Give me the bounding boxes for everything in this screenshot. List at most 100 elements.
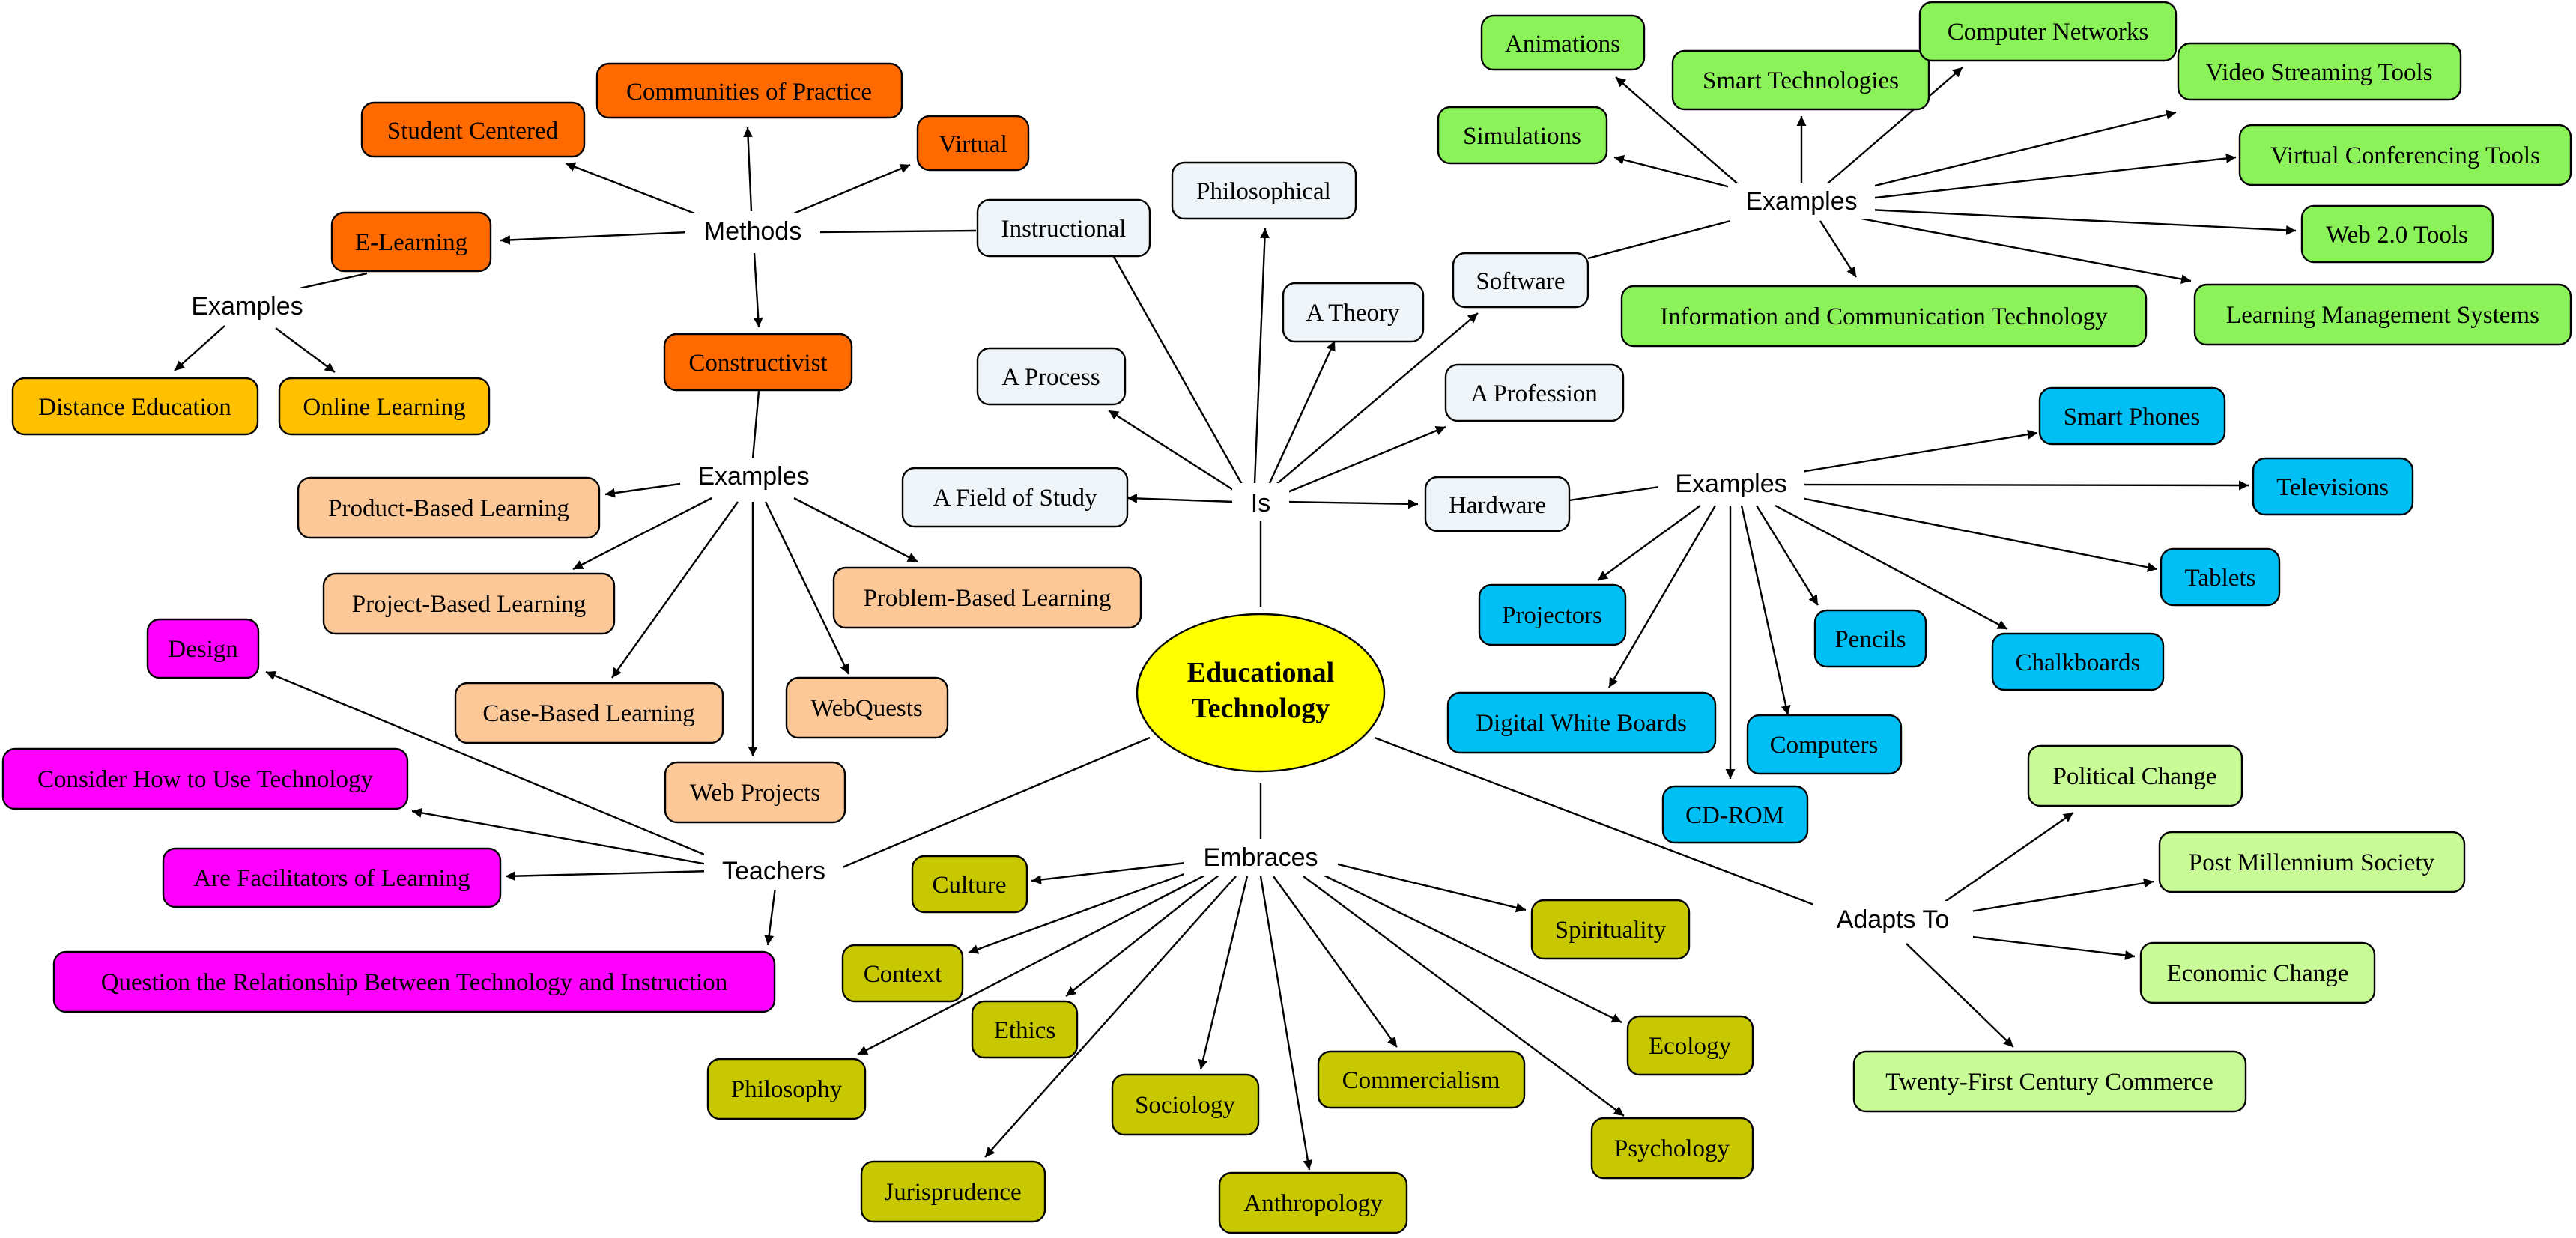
svg-text:E-Learning: E-Learning (355, 229, 467, 256)
node-virtual[interactable]: Virtual (916, 115, 1030, 172)
node-product-based-learning[interactable]: Product-Based Learning (297, 476, 601, 539)
node-digital-white-boards[interactable]: Digital White Boards (1446, 691, 1717, 754)
linking-phrases: Is Embraces Adapts To Teachers Methods E… (174, 183, 1973, 938)
svg-text:Chalkboards: Chalkboards (2016, 649, 2141, 676)
node-pencils[interactable]: Pencils (1813, 609, 1927, 668)
svg-text:Distance Education: Distance Education (38, 394, 231, 421)
node-political-change[interactable]: Political Change (2027, 744, 2243, 807)
root-node[interactable]: Educational Technology (1136, 613, 1386, 773)
node-computer-networks[interactable]: Computer Networks (1918, 1, 2178, 62)
svg-text:Consider How to Use Technology: Consider How to Use Technology (37, 766, 374, 793)
node-tablets[interactable]: Tablets (2160, 547, 2281, 607)
node-design[interactable]: Design (146, 618, 260, 679)
svg-text:Philosophical: Philosophical (1196, 178, 1331, 205)
node-a-profession[interactable]: A Profession (1444, 363, 1625, 422)
svg-text:Projectors: Projectors (1502, 602, 1602, 629)
svg-text:Virtual Conferencing Tools: Virtual Conferencing Tools (2270, 142, 2540, 169)
node-simulations[interactable]: Simulations (1437, 106, 1608, 165)
node-information-and-communication-technology[interactable]: Information and Communication Technology (1620, 285, 2148, 348)
node-constructivist[interactable]: Constructivist (663, 333, 853, 392)
svg-text:Economic Change: Economic Change (2167, 960, 2349, 987)
node-case-based-learning[interactable]: Case-Based Learning (454, 682, 724, 744)
node-twenty-first-century-commerce[interactable]: Twenty-First Century Commerce (1852, 1050, 2247, 1113)
node-software[interactable]: Software (1452, 252, 1589, 309)
node-psychology[interactable]: Psychology (1590, 1117, 1754, 1180)
node-webquests[interactable]: WebQuests (785, 676, 949, 739)
node-anthropology[interactable]: Anthropology (1218, 1171, 1408, 1234)
svg-text:Animations: Animations (1505, 31, 1620, 58)
edge-embraces-anthropology (1259, 876, 1313, 1171)
link-embraces: Embraces (1203, 843, 1318, 872)
node-economic-change[interactable]: Economic Change (2139, 941, 2376, 1004)
svg-text:Televisions: Televisions (2276, 474, 2389, 501)
node-commercialism[interactable]: Commercialism (1317, 1050, 1526, 1109)
edge-sexamples-networks (1827, 67, 1963, 184)
edges (174, 67, 2297, 1171)
node-culture[interactable]: Culture (911, 855, 1028, 914)
node-communities-of-practice[interactable]: Communities of Practice (595, 62, 903, 119)
node-e-learning[interactable]: E-Learning (330, 211, 492, 273)
constructivist-example-nodes: Product-Based Learning Project-Based Lea… (297, 476, 1142, 824)
edge-root-teachers (838, 736, 1151, 870)
node-a-field-of-study[interactable]: A Field of Study (901, 467, 1129, 528)
node-online-learning[interactable]: Online Learning (278, 377, 491, 436)
svg-text:Design: Design (168, 636, 238, 663)
link-elearning-examples: Examples (191, 292, 303, 321)
node-learning-management-systems[interactable]: Learning Management Systems (2193, 283, 2572, 346)
svg-text:Context: Context (864, 961, 942, 988)
node-sociology[interactable]: Sociology (1111, 1073, 1260, 1136)
node-context[interactable]: Context (841, 944, 964, 1003)
edge-is-a-theory (1268, 340, 1336, 484)
node-philosophy[interactable]: Philosophy (706, 1058, 867, 1120)
node-are-facilitators-of-learning[interactable]: Are Facilitators of Learning (162, 847, 502, 908)
node-computers[interactable]: Computers (1746, 714, 1903, 775)
edge-sexamples-web20 (1868, 208, 2297, 235)
svg-text:Web 2.0 Tools: Web 2.0 Tools (2326, 222, 2468, 249)
node-student-centered[interactable]: Student Centered (360, 101, 586, 158)
edge-teachers-consider (411, 807, 712, 867)
node-a-theory[interactable]: A Theory (1282, 282, 1425, 343)
svg-text:CD-ROM: CD-ROM (1685, 802, 1784, 829)
node-consider-how-to-use-technology[interactable]: Consider How to Use Technology (1, 747, 409, 810)
node-web-projects[interactable]: Web Projects (664, 761, 846, 824)
node-virtual-conferencing-tools[interactable]: Virtual Conferencing Tools (2238, 124, 2572, 186)
edge-methods-communities (743, 127, 754, 212)
edge-embraces-ecology (1318, 871, 1622, 1024)
edge-cexamples-project (572, 497, 712, 571)
edge-embraces-context (968, 867, 1199, 954)
svg-text:Online Learning: Online Learning (303, 394, 465, 421)
node-distance-education[interactable]: Distance Education (11, 377, 259, 436)
elearning-example-nodes: Distance Education Online Learning (11, 377, 491, 436)
svg-text:Problem-Based Learning: Problem-Based Learning (864, 585, 1112, 612)
node-problem-based-learning[interactable]: Problem-Based Learning (832, 566, 1142, 629)
node-post-millennium-society[interactable]: Post Millennium Society (2158, 831, 2466, 893)
node-video-streaming-tools[interactable]: Video Streaming Tools (2177, 42, 2462, 101)
node-project-based-learning[interactable]: Project-Based Learning (322, 572, 616, 635)
node-smart-technologies[interactable]: Smart Technologies (1671, 49, 1930, 111)
node-a-process[interactable]: A Process (976, 347, 1127, 406)
node-hardware[interactable]: Hardware (1424, 476, 1571, 532)
edge-is-field-of-study (1127, 493, 1235, 503)
edge-is-a-process (1108, 409, 1235, 492)
edge-software-examples (1587, 219, 1731, 260)
node-projectors[interactable]: Projectors (1478, 583, 1627, 646)
node-ecology[interactable]: Ecology (1626, 1015, 1754, 1076)
edge-hexamples-pencils (1755, 505, 1819, 606)
edge-embraces-jurisprudence (984, 876, 1237, 1158)
node-instructional[interactable]: Instructional (976, 198, 1151, 258)
node-smart-phones[interactable]: Smart Phones (2038, 386, 2226, 446)
edge-sexamples-conferencing (1868, 153, 2237, 200)
node-ethics[interactable]: Ethics (971, 1000, 1079, 1059)
node-jurisprudence[interactable]: Jurisprudence (860, 1160, 1046, 1223)
node-animations[interactable]: Animations (1480, 14, 1646, 71)
node-cd-rom[interactable]: CD-ROM (1661, 785, 1809, 844)
svg-text:Computers: Computers (1770, 732, 1879, 759)
edge-sexamples-simulations (1613, 154, 1731, 189)
node-philosophical[interactable]: Philosophical (1171, 161, 1357, 220)
node-televisions[interactable]: Televisions (2252, 457, 2414, 516)
node-spirituality[interactable]: Spirituality (1530, 899, 1691, 960)
node-chalkboards[interactable]: Chalkboards (1991, 632, 2165, 691)
node-web-2-0-tools[interactable]: Web 2.0 Tools (2300, 204, 2494, 264)
node-question-the-relationship[interactable]: Question the Relationship Between Techno… (52, 950, 776, 1013)
